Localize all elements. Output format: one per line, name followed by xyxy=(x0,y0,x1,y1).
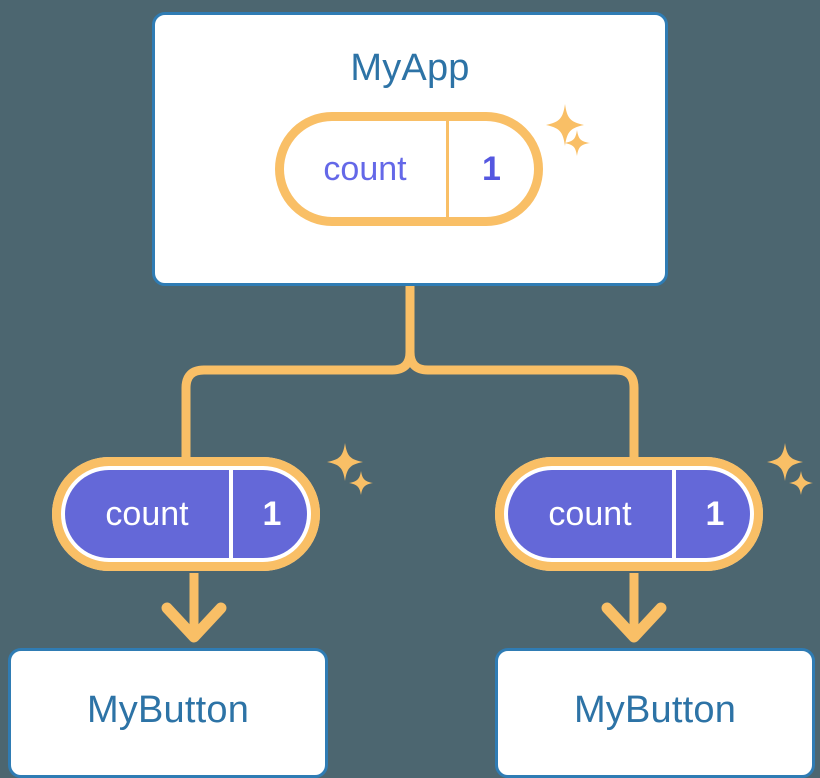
component-title-mybutton: MyButton xyxy=(573,688,737,731)
component-card-mybutton-left[interactable]: MyButton xyxy=(8,648,328,778)
state-value-label: 1 xyxy=(482,149,501,188)
state-pill-myapp-count[interactable]: count 1 xyxy=(275,112,543,226)
down-arrow-icon-left xyxy=(161,573,227,643)
state-key-label: count xyxy=(508,470,676,558)
state-pill-mybutton-left-count[interactable]: count 1 xyxy=(52,457,320,571)
branch-connector-left xyxy=(181,351,415,462)
state-pill-inner: count 1 xyxy=(508,470,750,558)
sparkle-large-icon xyxy=(327,443,363,481)
sparkle-large-icon xyxy=(767,443,803,481)
state-value-label: 1 xyxy=(705,494,725,533)
component-card-mybutton-right[interactable]: MyButton xyxy=(495,648,815,778)
component-title-myapp: MyApp xyxy=(350,47,470,89)
state-pill-mybutton-right-count[interactable]: count 1 xyxy=(495,457,763,571)
state-value-label: 1 xyxy=(262,494,282,533)
component-title-mybutton: MyButton xyxy=(86,688,250,731)
sparkle-small-icon xyxy=(789,471,813,495)
state-key-label: count xyxy=(65,470,233,558)
state-pill-inner: count 1 xyxy=(65,470,307,558)
state-key-label: count xyxy=(284,121,449,217)
down-arrow-icon-right xyxy=(601,573,667,643)
branch-connector-right xyxy=(405,351,639,462)
sparkle-small-icon xyxy=(349,471,373,495)
